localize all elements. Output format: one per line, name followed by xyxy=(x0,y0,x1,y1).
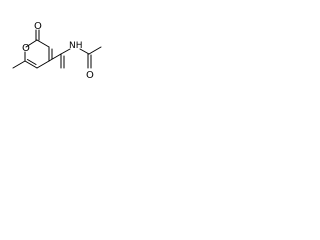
bond-c2-c3 xyxy=(36,39,50,48)
pyranone-ring xyxy=(24,39,53,69)
bond-o1-c2 xyxy=(25,39,38,48)
atom-amide-nitrogen: NH xyxy=(69,41,83,51)
bond-c4-vinyl xyxy=(48,53,62,62)
bond-carbonyl-methyl xyxy=(88,46,102,55)
atom-carbonyl-oxygen: O xyxy=(34,21,42,32)
atom-ring-oxygen: O xyxy=(22,43,30,54)
acetamide-group xyxy=(79,46,102,69)
bond-vinyl-n xyxy=(60,48,71,55)
bond-methyl xyxy=(12,60,26,69)
ring-carbonyl xyxy=(35,29,40,41)
chemical-structure-diagram: O O NH O xyxy=(12,21,102,81)
bond-n-carbonyl xyxy=(79,48,90,55)
bond-c5-c6-double xyxy=(27,59,37,65)
atom-amide-oxygen: O xyxy=(86,70,94,81)
bond-c5-c6 xyxy=(24,60,38,69)
vinyl-group xyxy=(48,48,71,69)
bond-c4-c5 xyxy=(36,60,50,69)
